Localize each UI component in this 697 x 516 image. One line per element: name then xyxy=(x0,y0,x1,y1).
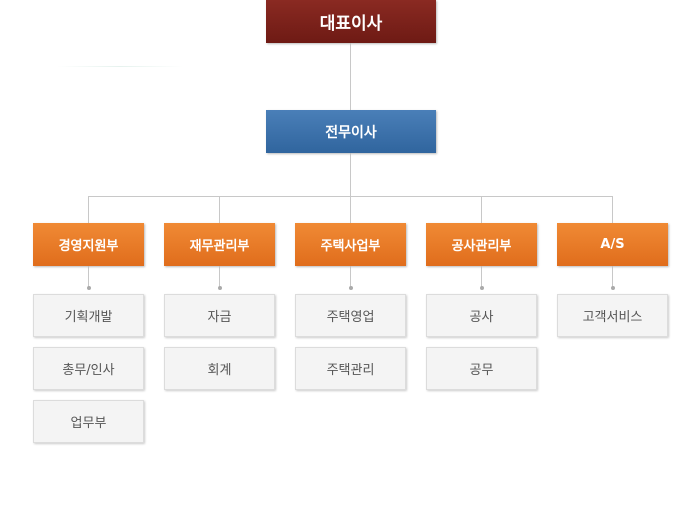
connector-dot-0 xyxy=(87,286,91,290)
connector-dept-0 xyxy=(88,196,89,223)
connector-exec-bus xyxy=(350,153,351,197)
team-housing-management: 주택관리 xyxy=(295,347,406,390)
dept-finance: 재무관리부 xyxy=(164,223,275,266)
decorative-line xyxy=(57,66,183,67)
connector-dot-1 xyxy=(218,286,222,290)
team-accounting: 회계 xyxy=(164,347,275,390)
connector-dept-2 xyxy=(350,196,351,223)
connector-dot-3 xyxy=(480,286,484,290)
connector-dept-1 xyxy=(219,196,220,223)
team-funds: 자금 xyxy=(164,294,275,337)
team-public-works: 공무 xyxy=(426,347,537,390)
executive-box: 전무이사 xyxy=(266,110,436,153)
dept-housing-business: 주택사업부 xyxy=(295,223,406,266)
team-customer-service: 고객서비스 xyxy=(557,294,668,337)
team-planning: 기획개발 xyxy=(33,294,144,337)
ceo-box: 대표이사 xyxy=(266,0,436,43)
team-general-affairs: 총무/인사 xyxy=(33,347,144,390)
connector-dept-3 xyxy=(481,196,482,223)
connector-dept-4 xyxy=(612,196,613,223)
team-housing-sales: 주택영업 xyxy=(295,294,406,337)
connector-team-0 xyxy=(88,266,89,288)
connector-team-3 xyxy=(481,266,482,288)
team-construction: 공사 xyxy=(426,294,537,337)
connector-ceo-exec xyxy=(350,43,351,110)
dept-construction: 공사관리부 xyxy=(426,223,537,266)
connector-team-1 xyxy=(219,266,220,288)
dept-after-service: A/S xyxy=(557,223,668,266)
team-operations: 업무부 xyxy=(33,400,144,443)
connector-team-4 xyxy=(612,266,613,288)
connector-team-2 xyxy=(350,266,351,288)
connector-dot-2 xyxy=(349,286,353,290)
connector-dot-4 xyxy=(611,286,615,290)
dept-management-support: 경영지원부 xyxy=(33,223,144,266)
